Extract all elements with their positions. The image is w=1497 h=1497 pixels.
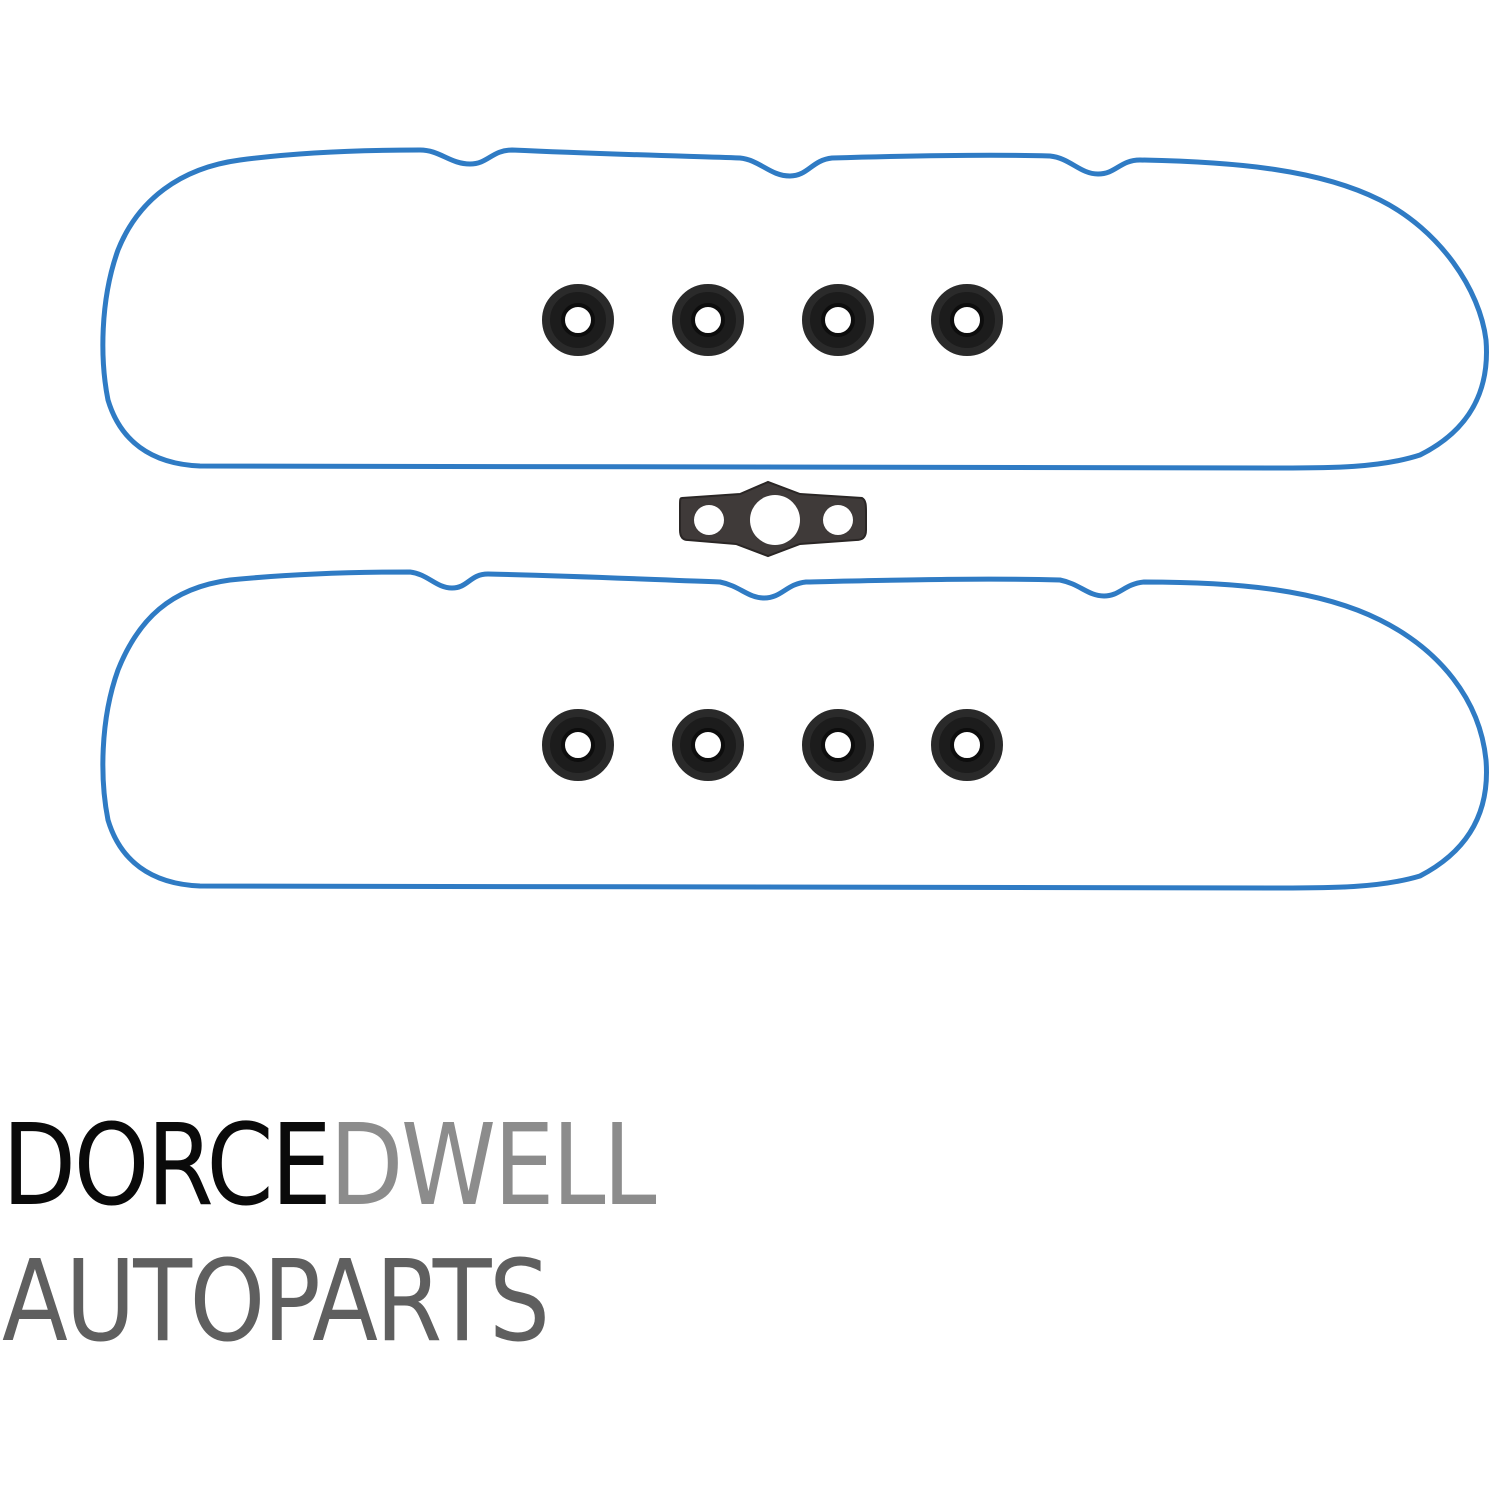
grommet-seal — [672, 284, 744, 356]
brand-name-light: DWELL — [329, 1101, 656, 1231]
grommet-seal — [542, 709, 614, 781]
grommet-seal — [672, 709, 744, 781]
grommet-seal — [802, 709, 874, 781]
valve-cover-gasket-top — [100, 147, 1489, 471]
gasket-set-illustration — [100, 147, 1489, 891]
brand-line-1: DORCEDWELL — [2, 1110, 657, 1234]
grommet-seals-top — [542, 284, 1003, 356]
brand-wordmark: DORCEDWELL AUTOPARTS — [2, 1110, 760, 1358]
oil-filler-plate-gasket — [679, 480, 867, 558]
grommet-seal — [802, 284, 874, 356]
brand-name-dark: DORCE — [2, 1101, 332, 1231]
brand-tagline: AUTOPARTS — [2, 1237, 550, 1367]
grommet-seals-bottom — [542, 709, 1003, 781]
grommet-seal — [931, 284, 1003, 356]
grommet-seal — [542, 284, 614, 356]
grommet-seal — [931, 709, 1003, 781]
valve-cover-gasket-bottom — [100, 569, 1489, 891]
